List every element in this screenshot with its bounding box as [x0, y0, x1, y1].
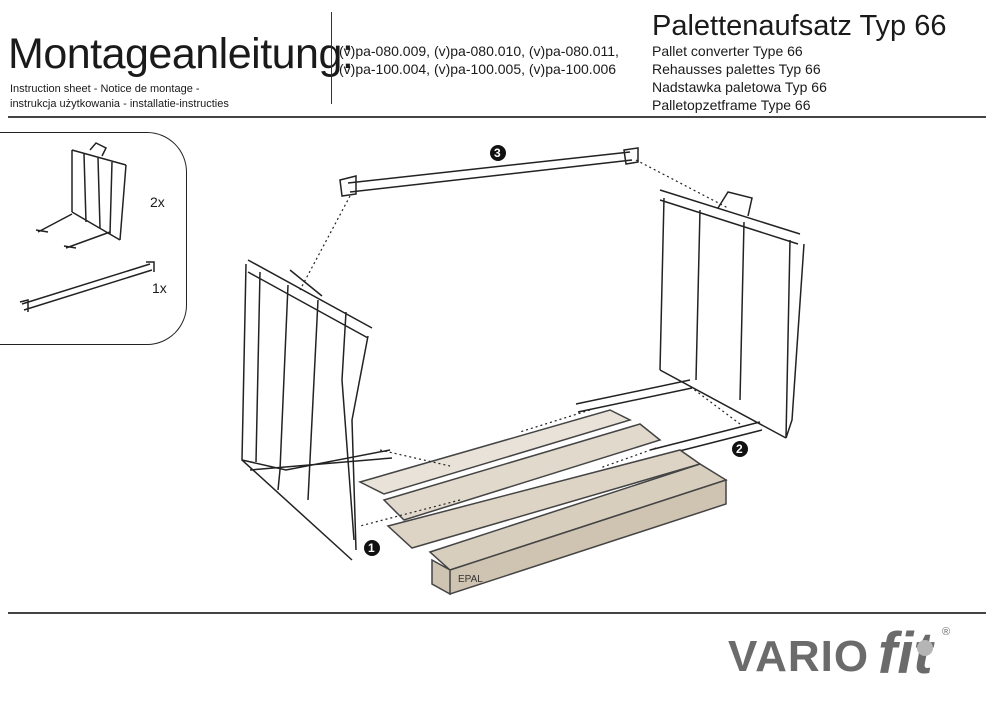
translation-nl: Palletopzetframe Type 66: [652, 97, 811, 113]
logo-dot: [917, 640, 933, 656]
translation-pl: Nadstawka paletowa Typ 66: [652, 79, 827, 95]
subtitle-line-2: instrukcja użytkowania - installatie-ins…: [10, 98, 229, 110]
subtitle-line-1: Instruction sheet - Notice de montage -: [10, 83, 200, 95]
side-frame-quantity: 2x: [150, 194, 165, 210]
right-side-frame: [575, 189, 805, 459]
logo-registered: ®: [942, 626, 951, 638]
cross-bar-quantity: 1x: [152, 280, 167, 296]
article-codes-line-1: (v)pa-080.009, (v)pa-080.010, (v)pa-080.…: [339, 43, 619, 59]
footer-rule: [8, 612, 986, 614]
translation-fr: Rehausses palettes Typ 66: [652, 61, 821, 77]
pallet: EPAL: [357, 409, 728, 596]
step-marker-2: 2: [732, 441, 748, 457]
cross-bar: [339, 147, 639, 197]
product-title: Palettenaufsatz Typ 66: [652, 10, 947, 42]
step-marker-3: 3: [490, 145, 506, 161]
logo-brand: VARIO: [728, 632, 870, 681]
left-side-frame: [241, 259, 393, 561]
pallet-mark: EPAL: [458, 574, 483, 585]
svg-text:3: 3: [494, 146, 501, 160]
document-title: Montageanleitung:: [8, 30, 354, 78]
header-divider: [331, 12, 332, 104]
guide-lines: [299, 159, 741, 527]
header-rule: [8, 116, 986, 118]
parts-list-box: [0, 132, 187, 345]
svg-text:1: 1: [368, 541, 375, 555]
side-frame-part: [35, 142, 127, 249]
svg-text:2: 2: [736, 442, 743, 456]
variofit-logo: VARIO fit ®: [728, 618, 968, 698]
cross-bar-part: [19, 261, 155, 312]
article-codes-line-2: (v)pa-100.004, (v)pa-100.005, (v)pa-100.…: [339, 61, 617, 77]
translation-en: Pallet converter Type 66: [652, 43, 803, 59]
step-marker-1: 1: [364, 540, 380, 556]
